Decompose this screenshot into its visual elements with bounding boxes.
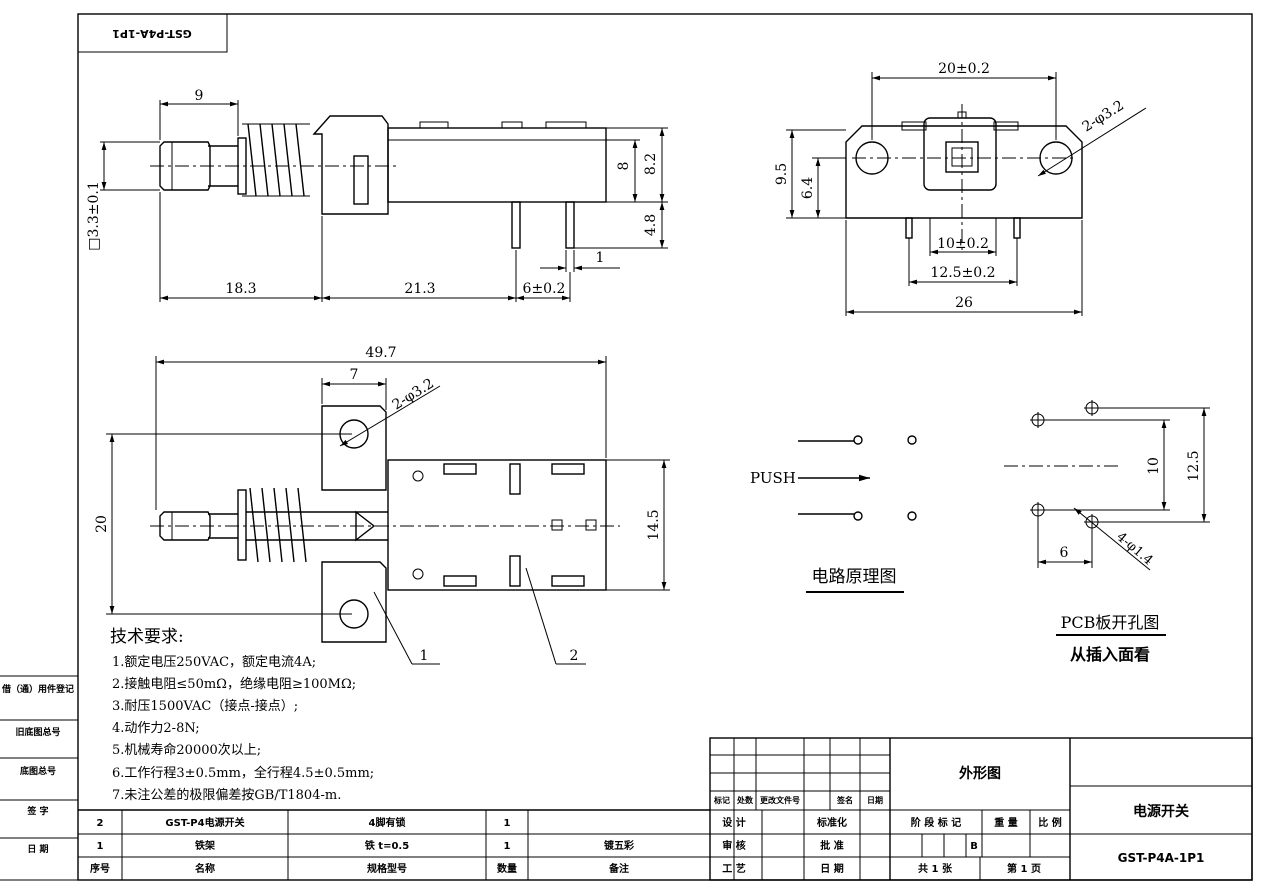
part-row-1-no: 2 <box>97 818 104 829</box>
tech-item-6: 6.工作行程3±0.5mm，全行程4.5±0.5mm; <box>112 765 374 781</box>
margin-label-4: 签 字 <box>26 805 48 817</box>
part-row-1-spec: 4脚有锁 <box>369 816 406 829</box>
dim-8: 8 <box>616 162 632 171</box>
pcb-dim-hole: 4-φ1.4 <box>1113 530 1155 569</box>
margin-label-1: 借（通）用件登记 <box>1 683 74 695</box>
tb-product: 电源开关 <box>1133 803 1189 820</box>
top-dim-49-7: 49.7 <box>365 345 396 361</box>
tb-stage-value: B <box>970 841 978 852</box>
pcb-dim-12-5: 12.5 <box>1186 450 1202 481</box>
margin-label-3: 底图总号 <box>20 765 56 777</box>
part-row-2-spec: 铁 t=0.5 <box>365 839 409 852</box>
top-view: 49.7 7 2-φ3.2 20 14.5 1 2 <box>94 345 670 665</box>
tb-scale: 比 例 <box>1038 816 1061 829</box>
pcb-layout: 10 12.5 6 4-φ1.4 PCB板开孔图 从插入面看 <box>1004 400 1210 664</box>
rev-header-doc: 更改文件号 <box>760 795 800 805</box>
tech-heading: 技术要求: <box>110 627 184 647</box>
tech-item-2: 2.接触电阻≤50mΩ，绝缘电阻≥100MΩ; <box>112 676 356 692</box>
parts-header-name: 名称 <box>195 862 215 875</box>
circuit-title: 电路原理图 <box>812 567 897 587</box>
stamp-box: GST-P4A-1P1 <box>77 13 228 53</box>
tb-drawing-name: 外形图 <box>959 765 1001 782</box>
dim-6: 6±0.2 <box>523 281 566 297</box>
rev-header-mark: 标记 <box>713 795 730 805</box>
part-row-2-no: 1 <box>97 841 104 852</box>
dim-21-3: 21.3 <box>404 281 435 297</box>
dim-1: 1 <box>596 250 605 266</box>
front-dim-10: 10±0.2 <box>937 236 989 252</box>
rev-header-sign: 签名 <box>836 795 853 805</box>
dim-18-3: 18.3 <box>225 281 256 297</box>
push-label: PUSH <box>750 469 796 487</box>
pcb-title: PCB板开孔图 <box>1061 613 1160 632</box>
front-dim-26: 26 <box>955 295 973 311</box>
parts-list: 2 GST-P4电源开关 4脚有锁 1 1 铁架 铁 t=0.5 1 镀五彩 序… <box>78 809 710 880</box>
margin-label-2: 旧底图总号 <box>15 726 60 738</box>
rev-header-date: 日期 <box>867 795 883 805</box>
front-dim-9-5: 9.5 <box>774 163 790 185</box>
tb-part-no: GST-P4A-1P1 <box>1118 851 1205 865</box>
margin-label-5: 日 期 <box>27 843 48 855</box>
tb-date: 日 期 <box>820 862 843 875</box>
tb-approve: 批 准 <box>820 839 843 852</box>
parts-header-qty: 数量 <box>497 862 517 875</box>
left-margin-table: 借（通）用件登记 旧底图总号 底图总号 签 字 日 期 <box>0 675 78 855</box>
dim-8-2: 8.2 <box>643 153 659 175</box>
parts-header-note: 备注 <box>608 862 629 875</box>
tb-sheet-no: 第 1 页 <box>1007 862 1041 875</box>
front-dim-12-5: 12.5±0.2 <box>930 265 995 281</box>
tb-craft: 工 艺 <box>722 862 745 875</box>
callout-2: 2 <box>570 648 579 664</box>
part-row-2-name: 铁架 <box>195 839 215 852</box>
pcb-subtitle: 从插入面看 <box>1070 645 1150 664</box>
dim-square: □3.3±0.1 <box>86 181 102 251</box>
tb-standard: 标准化 <box>816 816 847 829</box>
pcb-dim-6: 6 <box>1060 545 1069 561</box>
tb-weight: 重 量 <box>994 816 1017 829</box>
top-dim-14-5: 14.5 <box>646 509 662 540</box>
side-view: 9 8 8.2 4.8 □3.3±0.1 1 18.3 21.3 6±0.2 <box>86 88 668 302</box>
callout-1: 1 <box>420 648 429 664</box>
dim-9: 9 <box>195 88 204 104</box>
tb-sheets: 共 1 张 <box>918 862 953 875</box>
part-row-2-qty: 1 <box>504 841 511 852</box>
front-dim-6-4: 6.4 <box>800 177 816 199</box>
parts-header-no: 序号 <box>90 862 110 875</box>
stamp-text: GST-P4A-1P1 <box>112 27 192 40</box>
drawing-frame <box>77 13 1253 881</box>
front-view: 20±0.2 2-φ3.2 9.5 6.4 10±0.2 12.5±0.2 26 <box>774 61 1147 316</box>
title-block: 标记 处数 更改文件号 签名 日期 设 计 标准化 审 核 批 准 工 艺 日 … <box>709 737 1253 881</box>
tech-item-7: 7.未注公差的极限偏差按GB/T1804-m. <box>112 787 341 803</box>
top-dim-hole: 2-φ3.2 <box>390 376 437 414</box>
tech-item-5: 5.机械寿命20000次以上; <box>112 742 261 758</box>
tb-design: 设 计 <box>722 816 745 829</box>
tech-item-1: 1.额定电压250VAC，额定电流4A; <box>112 655 316 670</box>
tech-item-4: 4.动作力2-8N; <box>112 721 200 736</box>
front-dim-hole: 2-φ3.2 <box>1080 98 1127 136</box>
parts-header-spec: 规格型号 <box>367 862 407 875</box>
dim-4-8: 4.8 <box>643 214 659 236</box>
tb-stage-mark: 阶 段 标 记 <box>911 816 961 829</box>
part-row-1-name: GST-P4电源开关 <box>165 816 244 829</box>
part-row-2-note: 镀五彩 <box>604 839 634 852</box>
tech-item-3: 3.耐压1500VAC（接点-接点）; <box>112 698 298 714</box>
tb-check: 审 核 <box>722 839 745 852</box>
part-row-1-qty: 1 <box>504 818 511 829</box>
top-dim-7: 7 <box>350 367 359 383</box>
tech-requirements: 技术要求: 1.额定电压250VAC，额定电流4A; 2.接触电阻≤50mΩ，绝… <box>110 627 374 803</box>
circuit-diagram: PUSH 电路原理图 <box>750 435 917 593</box>
front-dim-20: 20±0.2 <box>938 61 990 77</box>
top-dim-20: 20 <box>94 515 110 533</box>
rev-header-count: 处数 <box>736 795 754 805</box>
pcb-dim-10: 10 <box>1146 457 1162 475</box>
